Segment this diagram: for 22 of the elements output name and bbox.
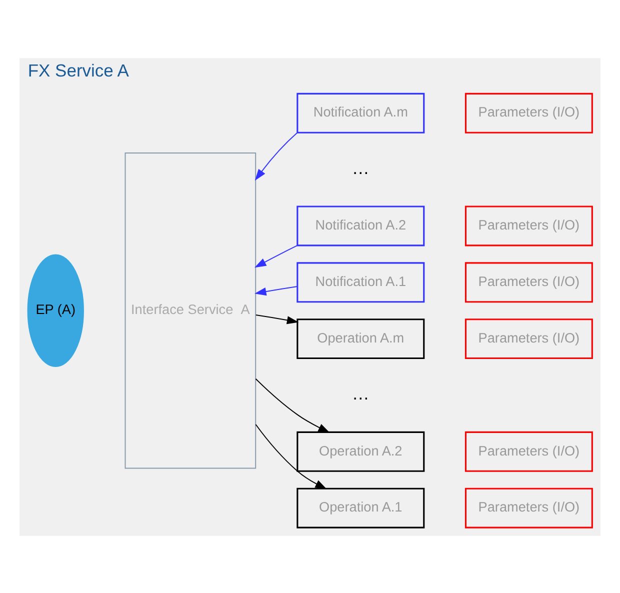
node-box: Notification A.2: [296, 205, 425, 246]
arrow: [255, 424, 327, 489]
node-box: Parameters (I/O): [464, 430, 593, 472]
node-ellipse: EP (A): [27, 254, 84, 367]
node-box: Parameters (I/O): [464, 205, 593, 246]
node-box: Notification A.m: [296, 92, 425, 133]
node-box: Parameters (I/O): [464, 487, 593, 528]
node-box: Interface Service A: [124, 152, 256, 468]
label: …: [352, 157, 370, 178]
arrow: [254, 132, 298, 180]
arrow: [255, 378, 330, 432]
arrow: [254, 244, 298, 268]
node-box: Operation A.m: [296, 318, 425, 359]
arrow: [254, 286, 298, 296]
label: …: [352, 383, 370, 404]
arrow: [256, 314, 299, 324]
node-box: Parameters (I/O): [464, 92, 593, 133]
node-box: Operation A.2: [296, 430, 425, 472]
node-box: Parameters (I/O): [464, 318, 593, 359]
node-box: Operation A.1: [296, 487, 425, 528]
node-box: Notification A.1: [296, 262, 425, 302]
node-box: Parameters (I/O): [464, 262, 593, 302]
